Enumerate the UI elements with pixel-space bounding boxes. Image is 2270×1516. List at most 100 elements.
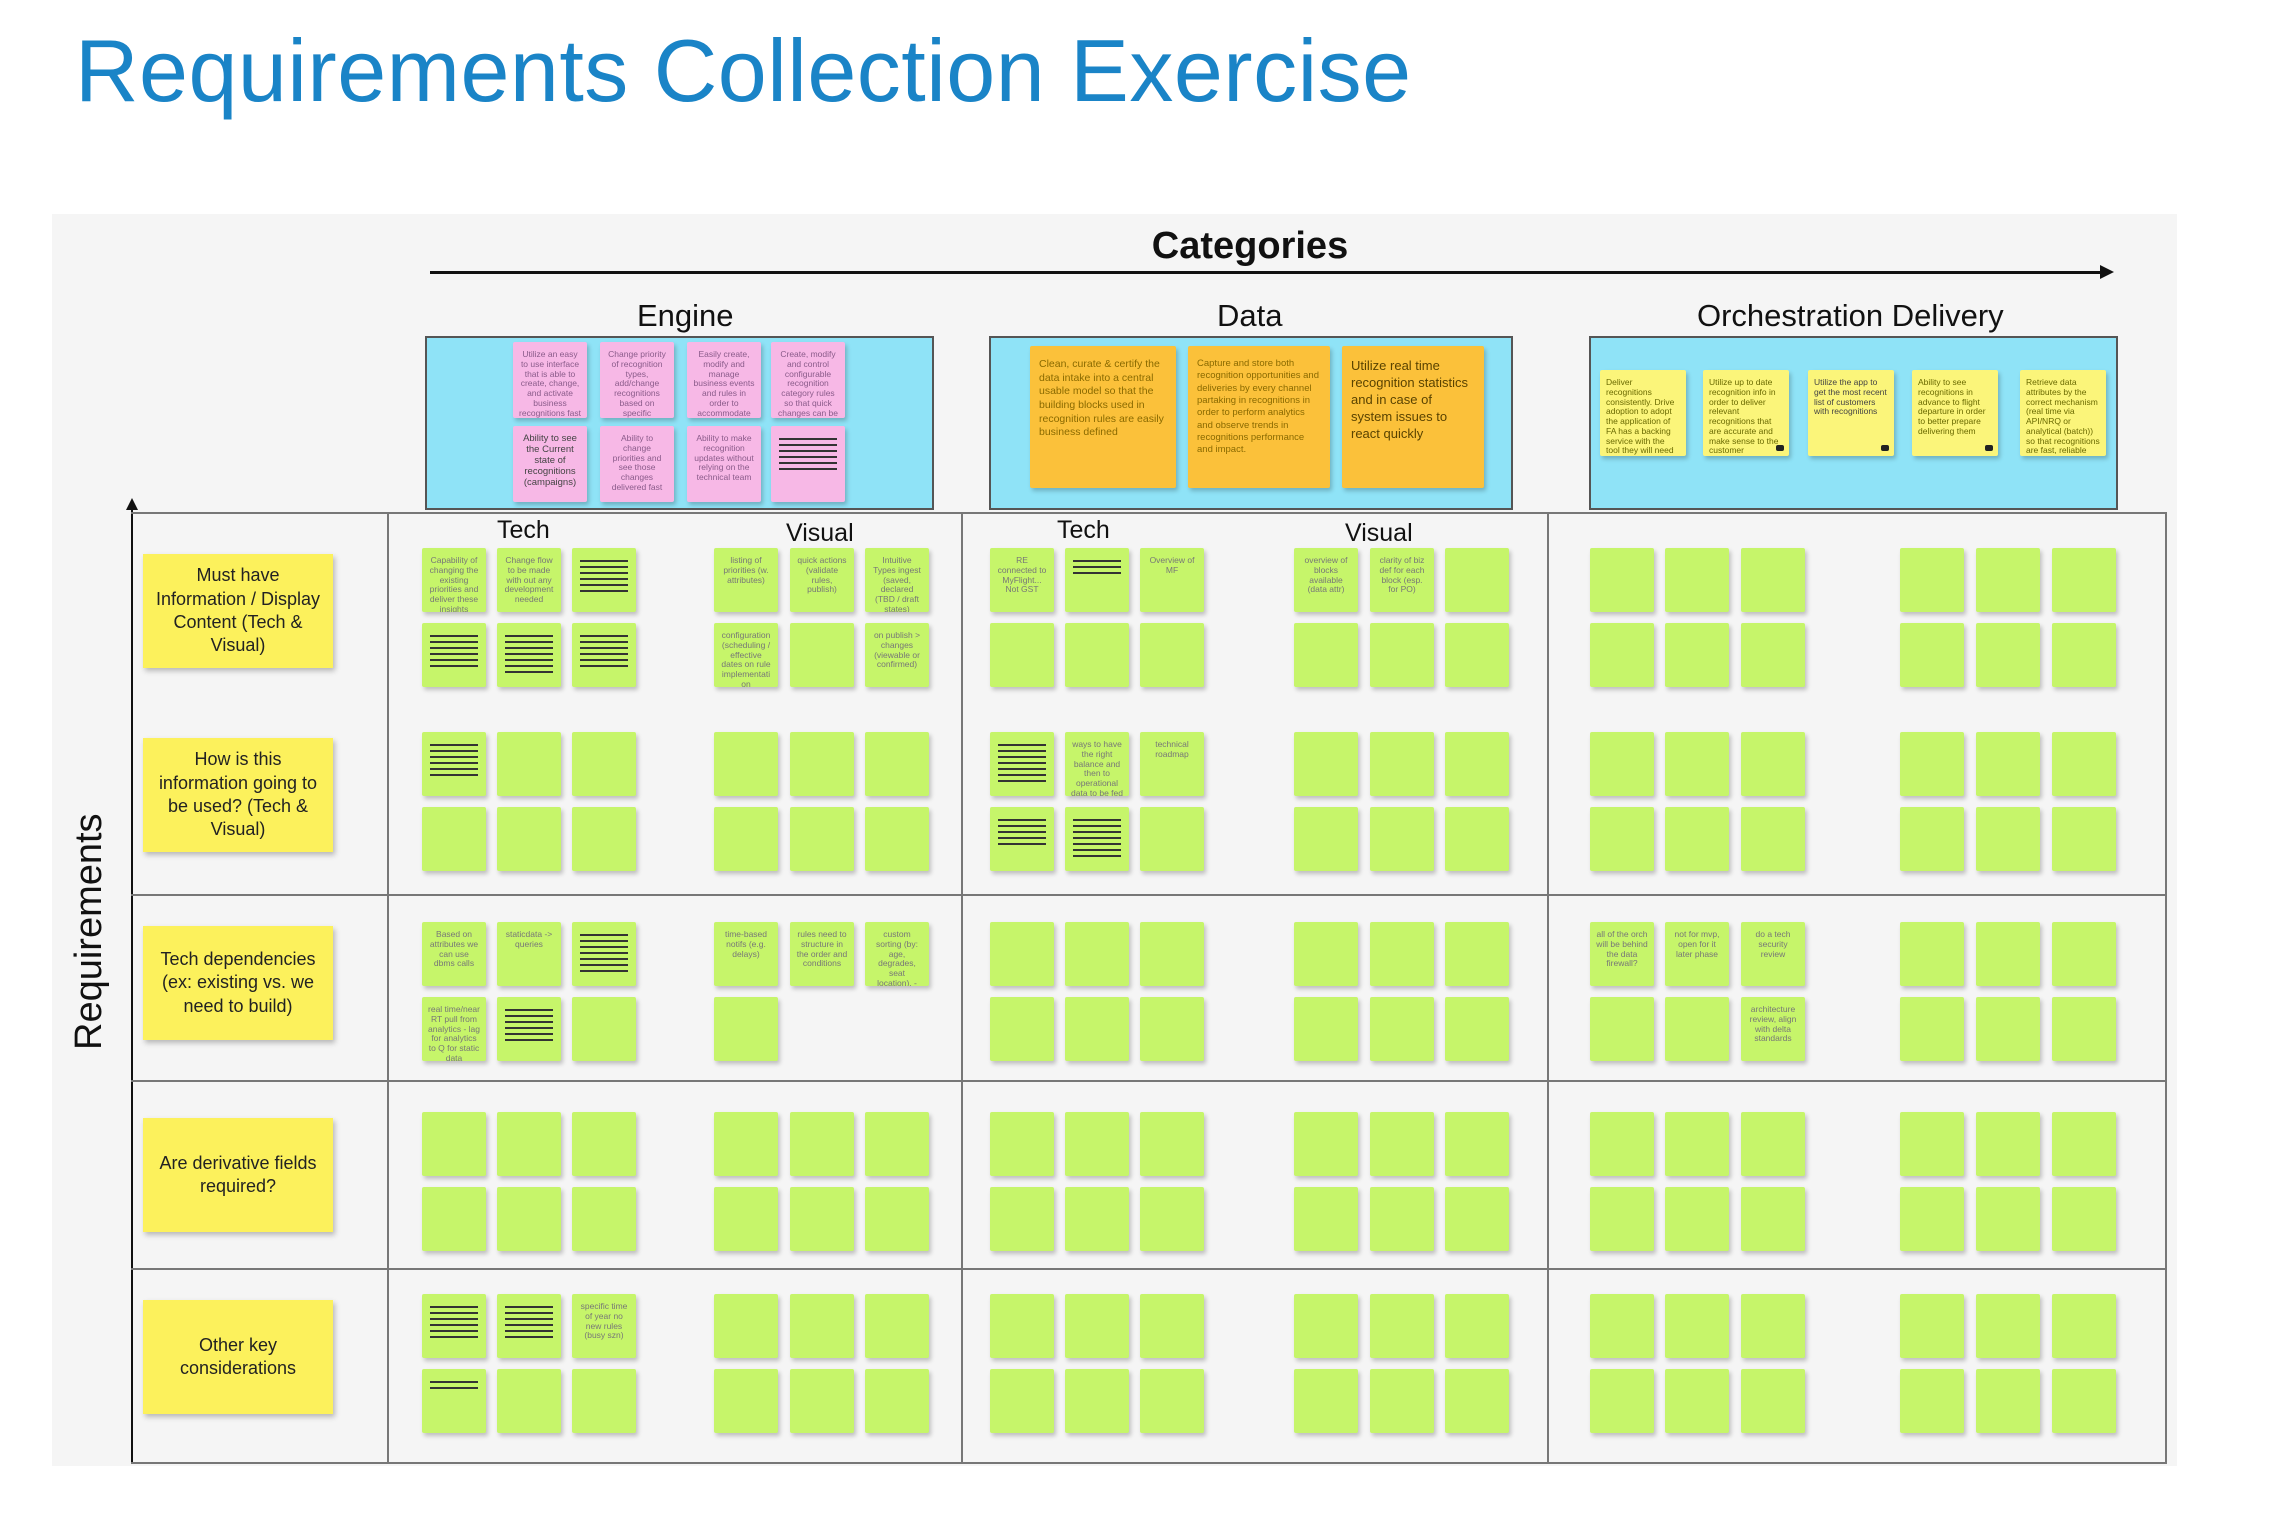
sticky-note[interactable] (1140, 997, 1204, 1061)
sticky-note[interactable] (1294, 1294, 1358, 1358)
sticky-note[interactable] (497, 1187, 561, 1251)
sticky-note[interactable] (1900, 548, 1964, 612)
sticky-note[interactable] (865, 732, 929, 796)
sticky-note[interactable] (2052, 807, 2116, 871)
sticky-note[interactable] (1445, 807, 1509, 871)
sticky-note[interactable] (790, 807, 854, 871)
sticky-note[interactable]: quick actions (validate rules, publish) (790, 548, 854, 612)
sticky-note[interactable] (1140, 1112, 1204, 1176)
sticky-note[interactable] (1294, 1112, 1358, 1176)
sticky-note[interactable]: RE connected to MyFlight... Not GST (990, 548, 1054, 612)
sticky-note[interactable]: ways to have the right balance and then … (1065, 732, 1129, 796)
sticky-note[interactable] (1976, 1294, 2040, 1358)
sticky-note[interactable] (1590, 548, 1654, 612)
sticky-note[interactable] (990, 732, 1054, 796)
sticky-note[interactable] (1065, 1112, 1129, 1176)
sticky-note[interactable] (1065, 548, 1129, 612)
sticky-note[interactable] (1590, 623, 1654, 687)
row-label-must-have[interactable]: Must have Information / Display Content … (143, 554, 333, 668)
sticky-note[interactable] (1976, 1187, 2040, 1251)
row-label-tech-dependencies[interactable]: Tech dependencies (ex: existing vs. we n… (143, 926, 333, 1040)
sticky-note[interactable]: custom sorting (by: age, degrades, seat … (865, 922, 929, 986)
sticky-note[interactable] (1140, 1187, 1204, 1251)
sticky-note[interactable] (1370, 623, 1434, 687)
sticky-note[interactable] (1590, 1369, 1654, 1433)
sticky-note[interactable] (990, 623, 1054, 687)
row-label-usage[interactable]: How is this information going to be used… (143, 738, 333, 852)
sticky-note[interactable] (1370, 1187, 1434, 1251)
sticky-note[interactable] (1294, 1187, 1358, 1251)
sticky-note[interactable] (1065, 997, 1129, 1061)
sticky-note[interactable] (1370, 1294, 1434, 1358)
sticky-note[interactable] (1445, 548, 1509, 612)
sticky-note[interactable] (2052, 548, 2116, 612)
sticky-note[interactable]: Change priority of recognition types, ad… (600, 342, 674, 418)
sticky-note[interactable] (1445, 732, 1509, 796)
sticky-note[interactable] (790, 1187, 854, 1251)
sticky-note[interactable] (2052, 732, 2116, 796)
sticky-note[interactable] (572, 997, 636, 1061)
sticky-note[interactable] (572, 623, 636, 687)
sticky-note[interactable] (714, 1369, 778, 1433)
sticky-note[interactable]: Capture and store both recognition oppor… (1188, 346, 1330, 488)
sticky-note[interactable] (1370, 922, 1434, 986)
sticky-note[interactable] (1065, 623, 1129, 687)
sticky-note[interactable] (1741, 548, 1805, 612)
sticky-note[interactable] (1976, 548, 2040, 612)
sticky-note[interactable] (422, 1187, 486, 1251)
sticky-note[interactable] (1900, 807, 1964, 871)
sticky-note[interactable] (1741, 1112, 1805, 1176)
sticky-note[interactable] (1976, 623, 2040, 687)
sticky-note[interactable] (790, 1294, 854, 1358)
sticky-note[interactable]: Retrieve data attributes by the correct … (2020, 370, 2106, 456)
sticky-note[interactable] (990, 1187, 1054, 1251)
sticky-note[interactable] (572, 807, 636, 871)
sticky-note[interactable] (1294, 997, 1358, 1061)
sticky-note[interactable] (1294, 1369, 1358, 1433)
sticky-note[interactable]: Utilize real time recognition statistics… (1342, 346, 1484, 488)
sticky-note[interactable]: Easily create, modify and manage busines… (687, 342, 761, 418)
sticky-note[interactable] (1140, 807, 1204, 871)
sticky-note[interactable] (1140, 1294, 1204, 1358)
sticky-note[interactable] (1741, 1369, 1805, 1433)
sticky-note[interactable] (865, 1112, 929, 1176)
sticky-note[interactable]: real time/near RT pull from analytics - … (422, 997, 486, 1061)
sticky-note[interactable] (1445, 1294, 1509, 1358)
sticky-note[interactable]: time-based notifs (e.g. delays) (714, 922, 778, 986)
sticky-note[interactable] (1370, 732, 1434, 796)
sticky-note[interactable] (497, 623, 561, 687)
sticky-note[interactable] (1445, 922, 1509, 986)
sticky-note[interactable] (790, 1112, 854, 1176)
sticky-note[interactable]: on publish > changes (viewable or confir… (865, 623, 929, 687)
sticky-note[interactable] (1445, 1369, 1509, 1433)
sticky-note[interactable] (497, 1112, 561, 1176)
sticky-note[interactable] (1741, 807, 1805, 871)
comment-icon[interactable] (1881, 445, 1889, 451)
sticky-note[interactable] (497, 732, 561, 796)
row-label-derivative-fields[interactable]: Are derivative fields required? (143, 1118, 333, 1232)
sticky-note[interactable] (1370, 1112, 1434, 1176)
sticky-note[interactable]: architecture review, align with delta st… (1741, 997, 1805, 1061)
category-engine-box[interactable] (425, 336, 934, 510)
sticky-note[interactable] (497, 1294, 561, 1358)
row-label-other[interactable]: Other key considerations (143, 1300, 333, 1414)
sticky-note[interactable]: Overview of MF (1140, 548, 1204, 612)
sticky-note[interactable] (865, 807, 929, 871)
sticky-note[interactable] (1140, 623, 1204, 687)
sticky-note[interactable] (2052, 1112, 2116, 1176)
sticky-note[interactable] (1370, 807, 1434, 871)
sticky-note[interactable] (1665, 732, 1729, 796)
sticky-note[interactable]: clarity of biz def for each block (esp. … (1370, 548, 1434, 612)
sticky-note[interactable] (572, 922, 636, 986)
sticky-note[interactable] (990, 997, 1054, 1061)
sticky-note[interactable] (1665, 1369, 1729, 1433)
sticky-note[interactable] (714, 1294, 778, 1358)
sticky-note[interactable] (790, 1369, 854, 1433)
sticky-note[interactable] (1065, 807, 1129, 871)
sticky-note[interactable] (2052, 1187, 2116, 1251)
sticky-note[interactable] (572, 1187, 636, 1251)
sticky-note[interactable] (1976, 1369, 2040, 1433)
sticky-note[interactable] (1976, 1112, 2040, 1176)
sticky-note[interactable] (865, 1369, 929, 1433)
sticky-note[interactable] (1065, 922, 1129, 986)
